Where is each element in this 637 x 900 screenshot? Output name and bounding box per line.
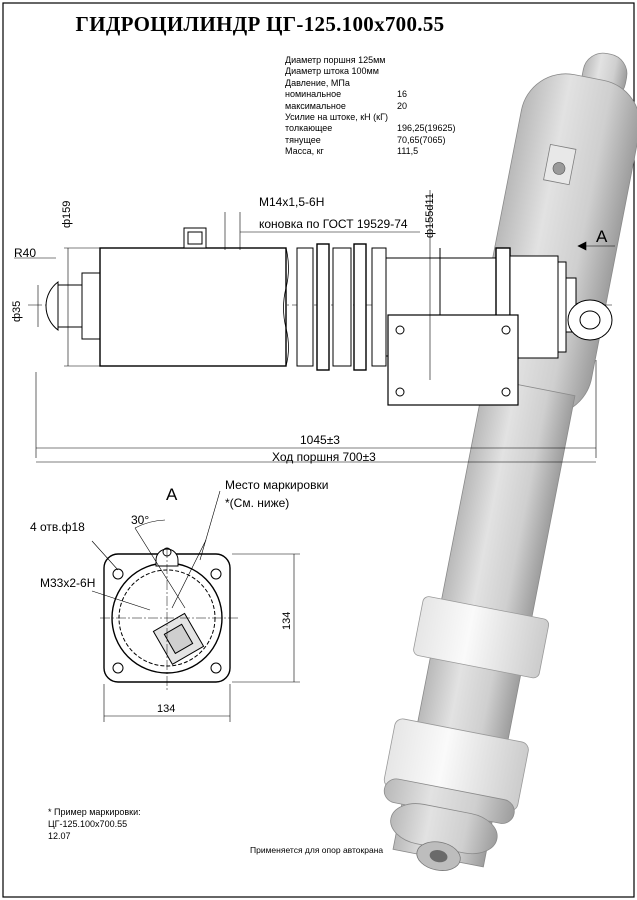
dim-d159: ф159 [61, 201, 73, 228]
angle-label: 30° [131, 513, 149, 527]
side-h-label: 134 [157, 703, 175, 715]
view-a-title: А [166, 485, 178, 504]
dim-d35: ф35 [11, 301, 23, 322]
spec-row: Усилие на штоке, кН (кГ) [285, 112, 388, 123]
spec-table: Диаметр поршня 125мм Диаметр штока 100мм… [285, 55, 456, 158]
dim-r40: R40 [14, 246, 36, 260]
dim-thread-m14: М14х1,5-6Н [259, 195, 324, 209]
spec-row: Диаметр штока 100мм [285, 66, 379, 77]
dim-length: 1045±3 [300, 433, 340, 447]
application-note: Применяется для опор автокрана [250, 845, 384, 855]
mark-place-label: Место маркировки [225, 478, 328, 492]
see-below-label: *(См. ниже) [225, 496, 289, 510]
spec-row: Давление, МПа [285, 77, 350, 88]
side-v-label: 134 [281, 612, 293, 630]
cylinder-3d-render [383, 52, 637, 871]
thread-m33-label: М33х2-6Н [40, 576, 95, 590]
drawing-title: ГИДРОЦИЛИНДР ЦГ-125.100х700.55 [75, 12, 445, 36]
dim-taper: коновка по ГОСТ 19529-74 [259, 217, 408, 231]
spec-row: Диаметр поршня 125мм [285, 55, 386, 65]
view-a-marker: А [596, 227, 608, 246]
holes-label: 4 отв.ф18 [30, 520, 85, 534]
dim-stroke: Ход поршня 700±3 [272, 450, 376, 464]
side-view [28, 227, 613, 406]
dim-d155: ф155d11 [424, 193, 436, 238]
dimension-lines [14, 190, 615, 463]
view-a [91, 490, 300, 722]
